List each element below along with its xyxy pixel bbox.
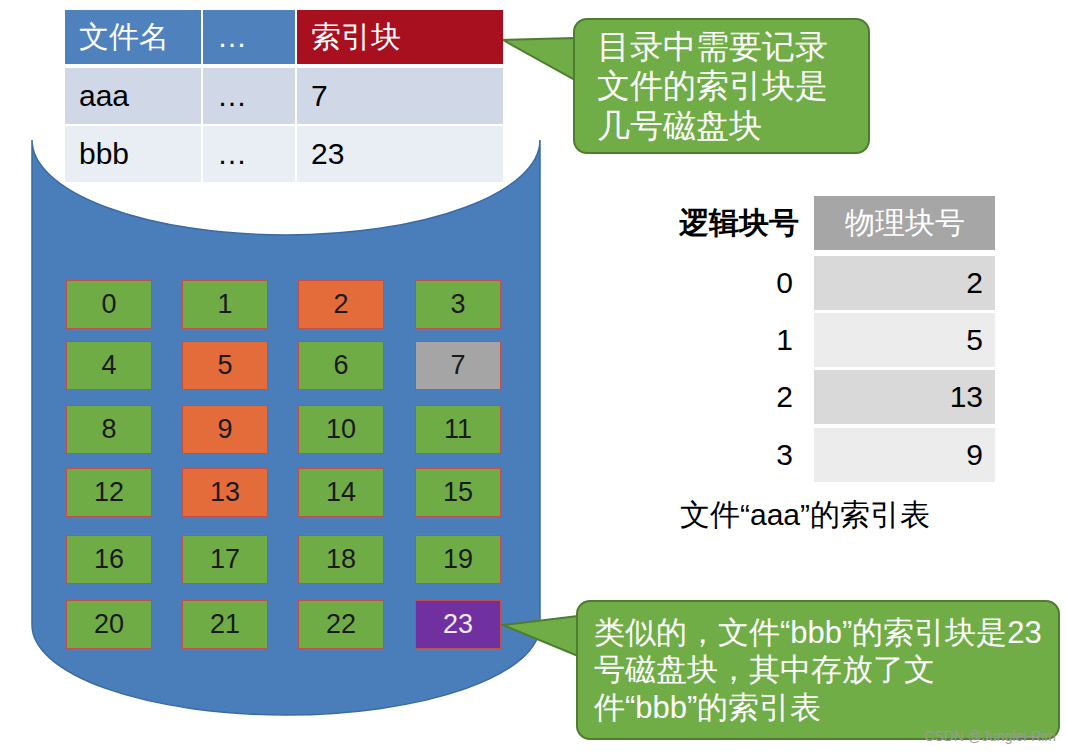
block-number: 3 [416,288,500,320]
disk-block: 7 [415,341,501,390]
block-number: 14 [299,476,383,508]
block-number: 8 [67,413,151,445]
table-cell: bbb [65,126,201,182]
block-number: 16 [67,543,151,575]
callout-text: 目录中需要记录文件的索引块是几号磁盘块 [597,27,846,146]
disk-block: 8 [66,405,152,454]
block-number: 5 [183,349,267,381]
block-number: 11 [416,413,500,445]
table-cell: 0 [700,256,805,310]
table-cell: 13 [814,370,995,424]
table-cell: 2 [700,370,805,424]
table-cell: 2 [814,256,995,310]
disk-block: 5 [182,341,268,390]
callout-tail [503,616,578,656]
table-cell: 逻辑块号 [630,196,805,250]
callout-box: 类似的，文件“bbb”的索引块是23号磁盘块，其中存放了文件“bbb”的索引表 [576,600,1060,740]
block-number: 15 [416,476,500,508]
table-cell: 3 [700,428,805,482]
disk-block: 2 [298,280,384,329]
disk-block: 18 [298,535,384,584]
table-caption: 文件“aaa”的索引表 [600,490,1010,540]
block-number: 22 [299,608,383,640]
table-cell: 7 [297,68,503,124]
disk-block: 3 [415,280,501,329]
disk-block: 21 [182,600,268,649]
block-number: 23 [416,608,500,640]
table-cell: 物理块号 [814,196,995,250]
disk-block: 10 [298,405,384,454]
block-number: 9 [183,413,267,445]
disk-block: 15 [415,468,501,517]
callout-text: 类似的，文件“bbb”的索引块是23号磁盘块，其中存放了文件“bbb”的索引表 [594,614,1042,726]
table-cell: 9 [814,428,995,482]
table-cell: 23 [297,126,503,182]
table-cell: aaa [65,68,201,124]
disk-block: 19 [415,535,501,584]
block-number: 0 [67,288,151,320]
block-number: 13 [183,476,267,508]
block-number: 7 [416,349,500,381]
disk-block: 16 [66,535,152,584]
table-cell: 索引块 [297,10,503,64]
disk-block: 1 [182,280,268,329]
table-cell: 文件名 [65,10,201,64]
block-number: 18 [299,543,383,575]
block-number: 19 [416,543,500,575]
watermark: CSDN @Junglei-Rim [870,724,1060,748]
block-number: 12 [67,476,151,508]
callout-box: 目录中需要记录文件的索引块是几号磁盘块 [573,18,870,154]
block-number: 2 [299,288,383,320]
table-cell: 5 [814,313,995,367]
disk-block: 12 [66,468,152,517]
table-cell: … [203,126,295,182]
disk-block: 17 [182,535,268,584]
disk-block: 20 [66,600,152,649]
block-number: 4 [67,349,151,381]
disk-block: 13 [182,468,268,517]
block-number: 20 [67,608,151,640]
disk-block: 4 [66,341,152,390]
disk-block: 6 [298,341,384,390]
callout-tail [503,38,575,80]
table-cell: 1 [700,313,805,367]
disk-block: 14 [298,468,384,517]
disk-block: 22 [298,600,384,649]
block-number: 21 [183,608,267,640]
disk-block: 11 [415,405,501,454]
disk-block: 0 [66,280,152,329]
disk-block: 9 [182,405,268,454]
block-number: 17 [183,543,267,575]
block-number: 10 [299,413,383,445]
disk-block: 23 [415,600,501,649]
block-number: 6 [299,349,383,381]
disk-cylinder [32,140,540,715]
table-cell: … [203,68,295,124]
block-number: 1 [183,288,267,320]
table-cell: … [203,10,295,64]
